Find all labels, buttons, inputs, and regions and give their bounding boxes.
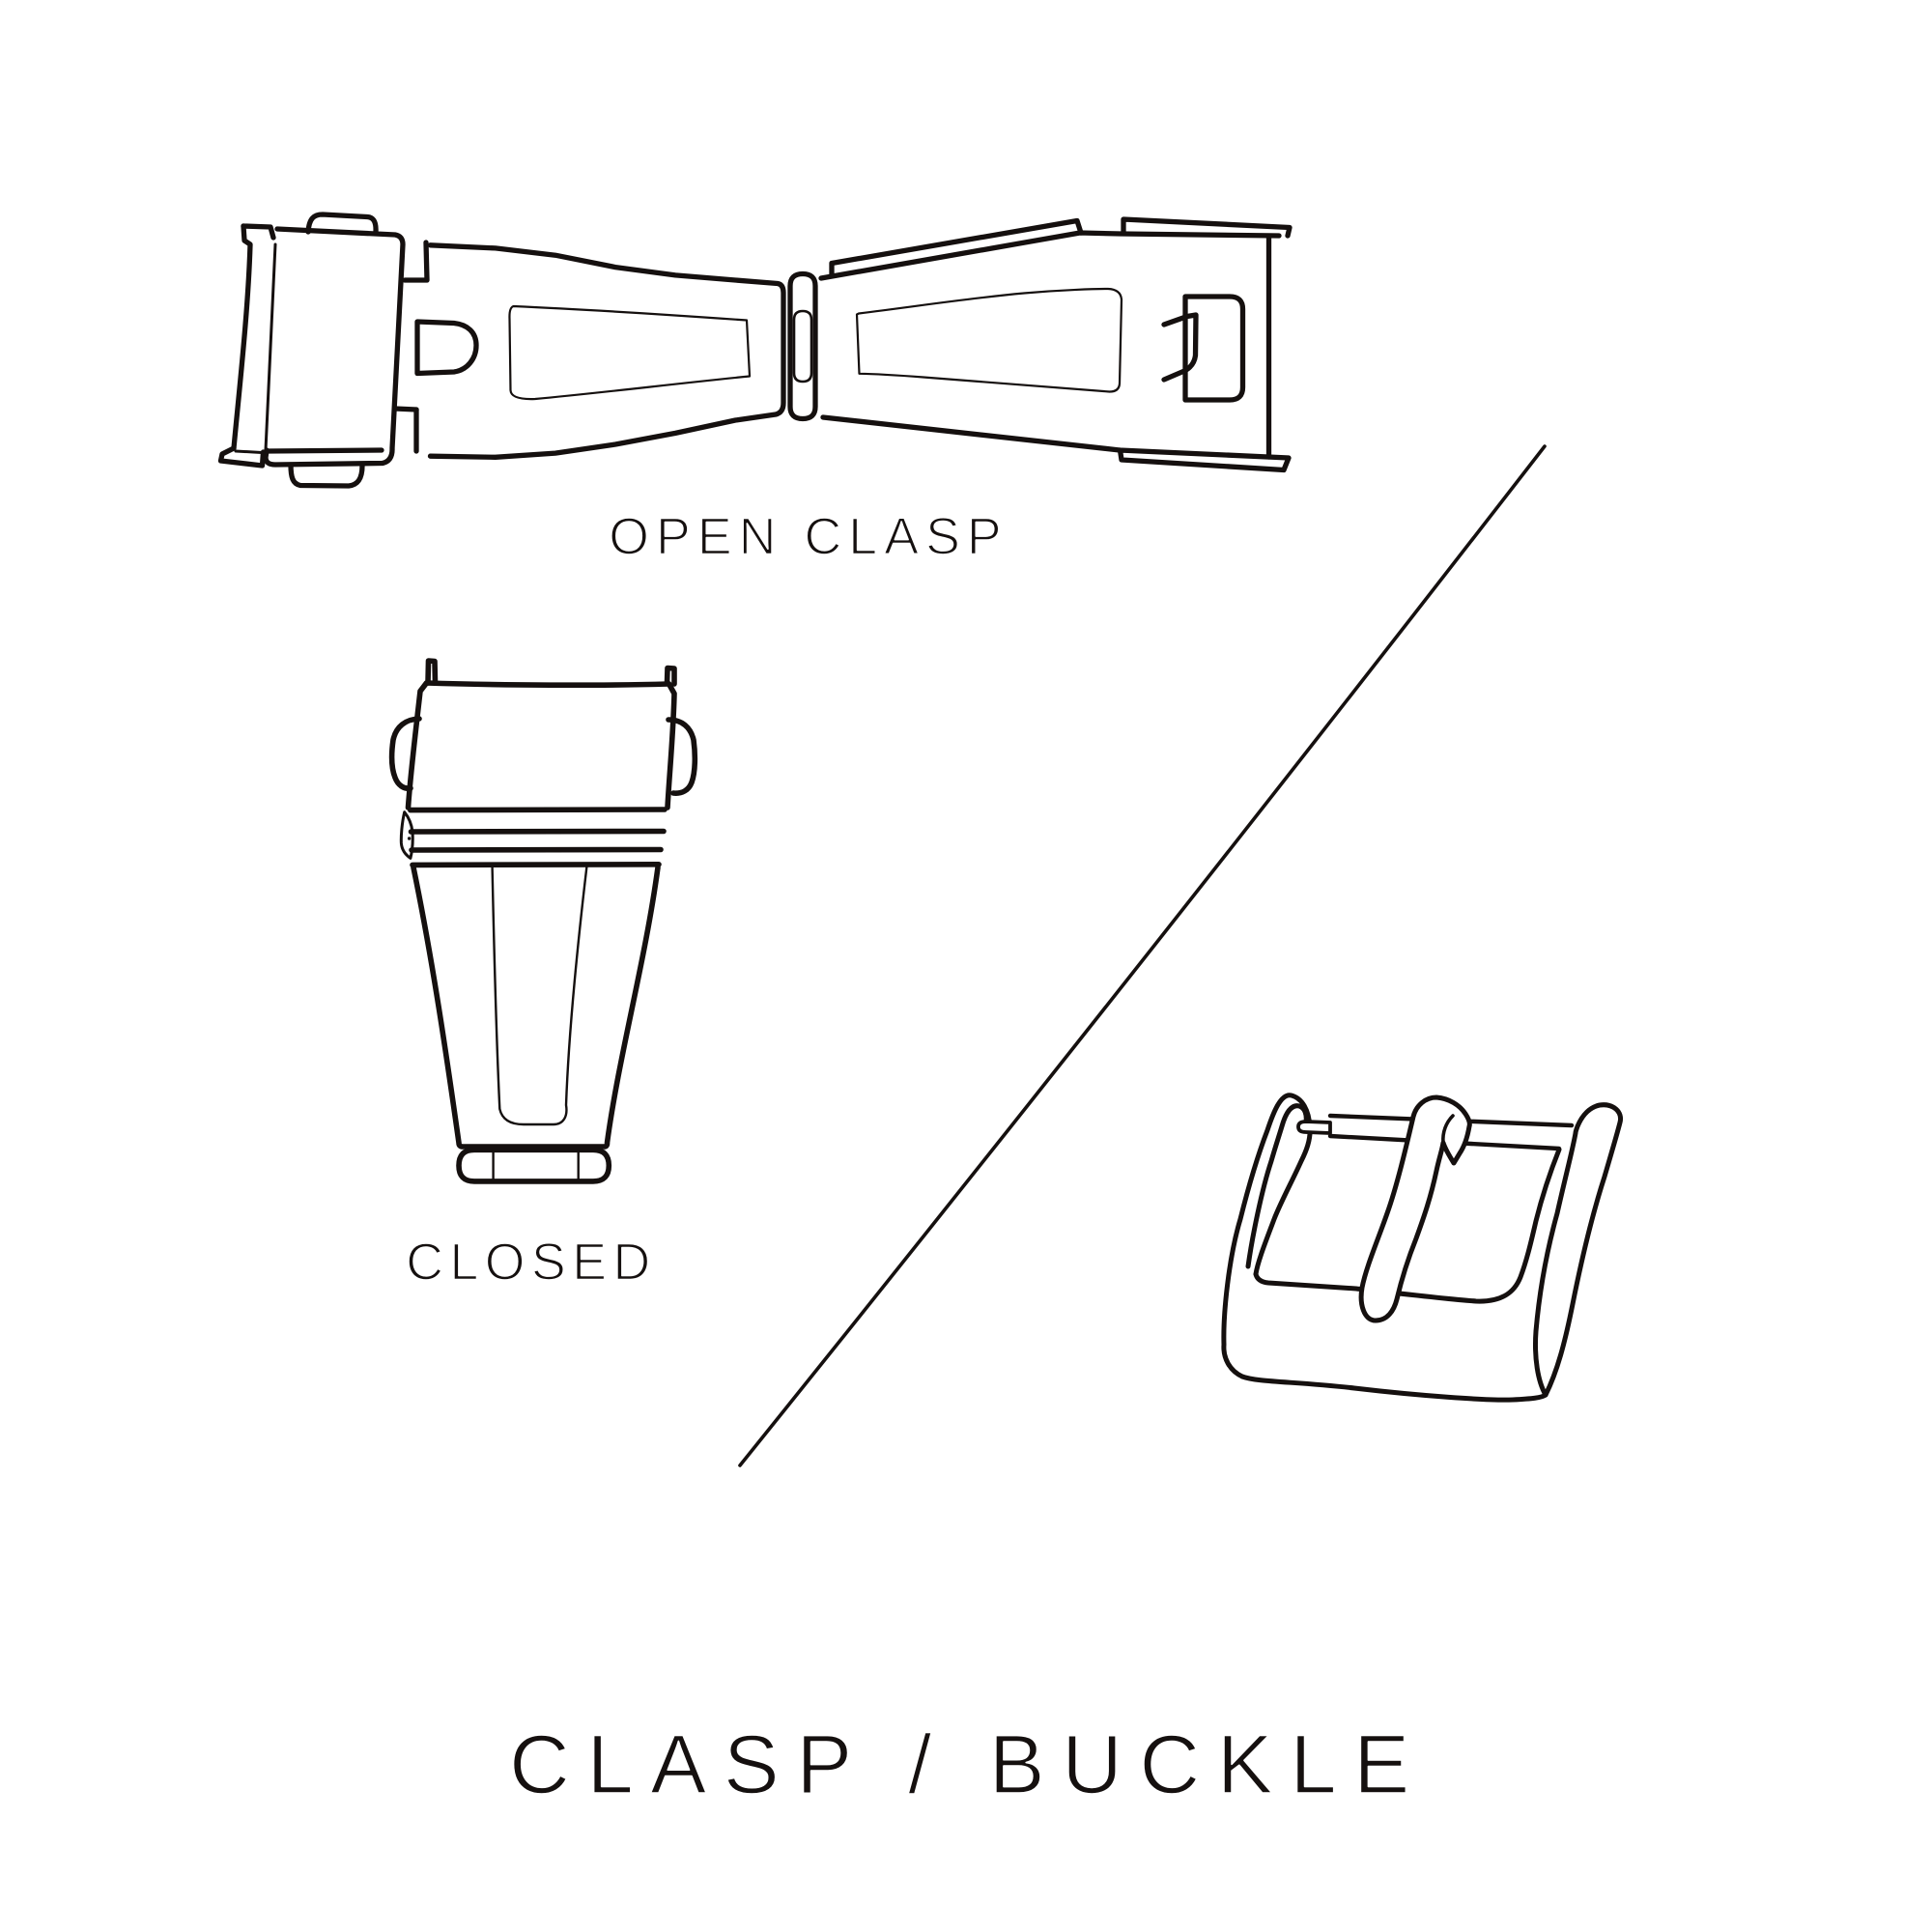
svg-text:OPEN CLASP: OPEN CLASP: [609, 507, 1009, 565]
svg-text:CLOSED: CLOSED: [406, 1234, 656, 1292]
svg-text:CLASP / BUCKLE: CLASP / BUCKLE: [509, 1719, 1427, 1811]
